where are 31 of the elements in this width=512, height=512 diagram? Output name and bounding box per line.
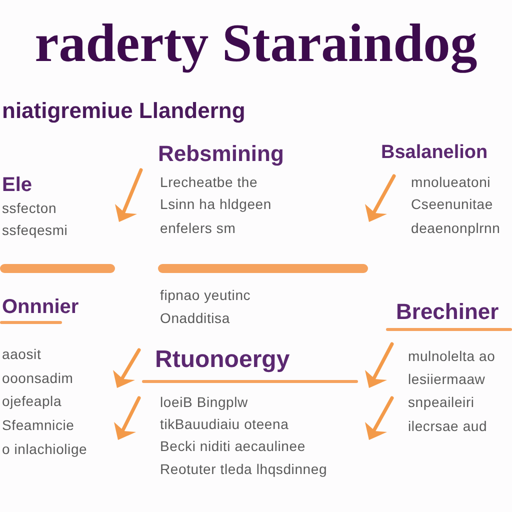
list-item-text: Lsinn ha hldgeen (160, 196, 272, 212)
subtitle: niatigremiue Llanderng (2, 98, 246, 124)
section-heading: Ele (2, 174, 32, 197)
list-item-text: Sfeamnicie (2, 417, 74, 434)
list-item-text: Reotuter tleda lhqsdinneg (160, 461, 328, 478)
list-item-text: fipnao yeutinc (160, 287, 251, 304)
list-item-text: ooonsadim (2, 370, 74, 386)
list-item-text: ilecrsae aud (408, 418, 488, 434)
section-heading: Brechiner (396, 299, 499, 324)
list-item-text: tikBauudiaiu oteena (160, 416, 289, 432)
section-heading: Bsalanelion (381, 142, 488, 164)
list-item-text: ssfecton (2, 200, 57, 216)
list-item-text: Onadditisa (160, 310, 230, 326)
list-item-text: deaenonplrnn (411, 220, 500, 236)
section-heading: Rebsmining (158, 141, 284, 166)
list-item-text: ssfeqesmi (2, 222, 68, 238)
list-item-text: Cseenunitae (411, 196, 493, 212)
list-item-text: lesiiermaaw (408, 371, 486, 388)
list-item-text: mnolueatoni (411, 174, 491, 190)
section-heading: Rtuonoergy (155, 346, 290, 374)
title: raderty Staraindog (34, 12, 478, 74)
section-heading: Onnnier (2, 296, 79, 319)
list-item-text: Lrecheatbe the (160, 174, 258, 190)
list-item-text: o inlachiolige (2, 441, 88, 458)
list-item-text: aaosit (2, 346, 42, 362)
list-item-text: Becki niditi aecaulinee (160, 438, 306, 454)
list-item-text: snpeaileiri (408, 394, 474, 410)
list-item-text: mulnolelta ao (408, 348, 496, 364)
list-item-text: loeiB Bingplw (160, 394, 248, 410)
list-item-text: enfelers sm (160, 220, 236, 236)
list-item-text: ojefeapla (2, 393, 62, 410)
